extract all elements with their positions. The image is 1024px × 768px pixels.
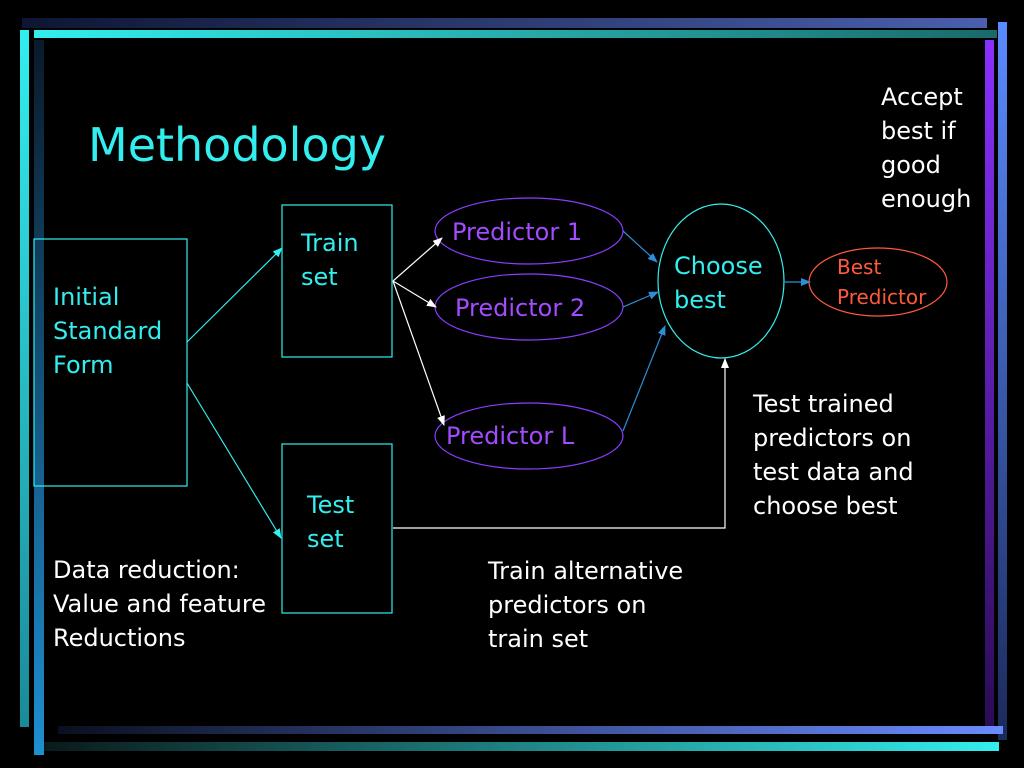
predictor-l-ellipse: [434, 402, 624, 470]
frame-right-bar-purple: [985, 40, 994, 728]
test-trained-note: Test trained predictors on test data and…: [753, 390, 914, 520]
accept-note: Accept best if good enough: [881, 83, 972, 213]
test-set-box: [281, 443, 393, 614]
arrow-form-to-train: [186, 247, 283, 343]
arrow-form-to-test: [186, 382, 282, 539]
slide-title: Methodology: [88, 118, 387, 172]
frame-top-bar-dark: [22, 18, 987, 28]
arrow-train-to-predictor-2: [392, 280, 437, 308]
frame-right-bar-blue: [998, 22, 1007, 740]
arrow-predictor-l-to-choose: [622, 325, 666, 432]
frame-bottom-bar-cyan: [44, 742, 999, 751]
arrow-predictor-1-to-choose: [622, 230, 658, 263]
choose-best-label: Choose best: [674, 252, 763, 314]
arrow-train-to-predictor-l: [392, 280, 445, 426]
predictor-2-label: Predictor 2: [455, 294, 586, 322]
train-alternative-note: Train alternative predictors on train se…: [488, 557, 684, 653]
frame-top-bar-cyan: [34, 30, 997, 38]
data-reduction-note: Data reduction: Value and feature Reduct…: [53, 556, 266, 652]
arrow-train-to-predictor-1: [392, 237, 443, 282]
frame-left-bar-cyan: [20, 30, 29, 727]
predictor-1-label: Predictor 1: [452, 218, 583, 246]
arrow-test-to-choose: [393, 358, 729, 529]
train-set-label: Train set: [301, 229, 359, 291]
best-predictor-label: Best Predictor: [837, 255, 927, 309]
train-set-box: [281, 204, 393, 358]
initial-form-box: [33, 238, 188, 487]
initial-form-label: Initial Standard Form: [53, 283, 163, 379]
frame-bottom-bar-blue: [58, 726, 1003, 734]
frame-left-bar-blue: [34, 40, 44, 755]
test-set-label: Test set: [307, 491, 355, 553]
arrow-predictor-2-to-choose: [622, 291, 659, 308]
predictor-l-label: Predictor L: [446, 422, 575, 450]
